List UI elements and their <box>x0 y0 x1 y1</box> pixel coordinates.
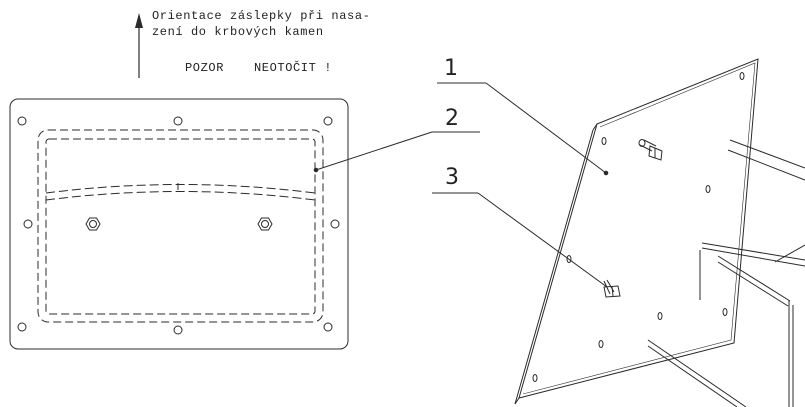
callout-3: 3 <box>445 165 459 190</box>
mounting-hole <box>174 117 182 125</box>
isometric-view <box>515 59 805 407</box>
warning-label-left: POZOR <box>185 61 225 75</box>
mounting-hole <box>598 340 604 348</box>
mounting-hole <box>601 137 607 145</box>
warning-label-right: NEOTOČIT ! <box>254 61 333 75</box>
orientation-note-line1: Orientace záslepky při nasa- <box>152 9 371 23</box>
orientation-note-line2: zení do krbových kamen <box>152 25 324 39</box>
bend-line-upper <box>46 185 315 194</box>
bend-line-lower <box>46 192 315 201</box>
mounting-hole <box>331 220 339 228</box>
bolt-isometric-upper <box>638 139 662 161</box>
mounting-hole <box>24 220 32 228</box>
callout-1: 1 <box>444 56 458 81</box>
arrow-up-icon <box>135 13 143 78</box>
mounting-hole <box>324 117 332 125</box>
bolt-isometric-lower <box>604 280 620 297</box>
bolt-right <box>258 218 272 230</box>
mounting-hole <box>566 255 572 263</box>
mounting-hole <box>739 72 745 80</box>
mounting-hole <box>174 326 182 334</box>
mounting-hole <box>324 323 332 331</box>
hidden-outline-outer <box>38 130 323 322</box>
plate-outline <box>10 99 348 349</box>
plate-inner-edge <box>523 63 755 394</box>
leader-item-3 <box>432 193 607 287</box>
leader-item-2 <box>314 132 480 172</box>
front-view-plate <box>10 99 348 349</box>
bolt-left <box>86 218 100 230</box>
callout-2: 2 <box>445 106 459 131</box>
leader-item-1 <box>437 83 608 175</box>
mounting-hole <box>18 323 26 331</box>
plate-front-face <box>519 59 758 398</box>
mounting-hole <box>18 117 26 125</box>
mounting-hole <box>657 312 663 320</box>
mounting-hole <box>722 308 728 316</box>
hidden-outline-inner <box>46 139 315 314</box>
mounting-hole <box>705 185 711 193</box>
mounting-hole <box>532 374 538 382</box>
